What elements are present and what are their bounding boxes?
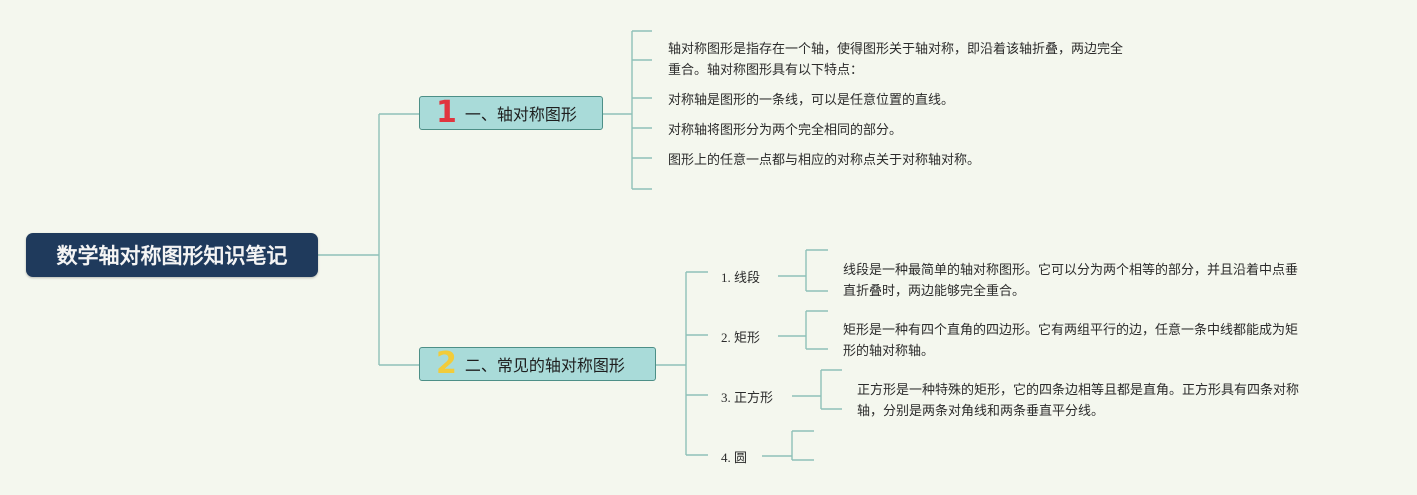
branch-1-number: 1 [436,95,457,130]
branch-1-note-4[interactable]: 图形上的任意一点都与相应的对称点关于对称轴对称。 [668,153,981,168]
root-topic[interactable]: 数学轴对称图形知识笔记 [26,233,318,277]
subtopic-rectangle[interactable]: 2. 矩形 [721,330,761,345]
subtopic-square[interactable]: 3. 正方形 [721,390,774,405]
branch-1[interactable]: 1 一、轴对称图形 [419,96,603,130]
branch-2-label: 二、常见的轴对称图形 [464,356,625,375]
branch-1-note-2[interactable]: 对称轴是图形的一条线，可以是任意位置的直线。 [668,93,955,108]
subtopic-square-desc[interactable]: 正方形是一种特殊的矩形，它的四条边相等且都是直角。正方形具有四条对称 轴，分别是… [857,383,1300,419]
branch-2[interactable]: 2 二、常见的轴对称图形 [419,347,656,381]
branch-1-note-1[interactable]: 轴对称图形是指存在一个轴，使得图形关于轴对称，即沿着该轴折叠，两边完全 重合。轴… [668,42,1124,78]
subtopic-segment-desc[interactable]: 线段是一种最简单的轴对称图形。它可以分为两个相等的部分，并且沿着中点垂 直折叠时… [843,263,1299,299]
branch-1-label: 一、轴对称图形 [464,105,577,124]
branch-2-number: 2 [436,346,457,381]
root-title: 数学轴对称图形知识笔记 [56,244,288,268]
subtopic-circle[interactable]: 4. 圆 [721,450,748,465]
subtopic-segment[interactable]: 1. 线段 [721,270,761,285]
branch-1-note-3[interactable]: 对称轴将图形分为两个完全相同的部分。 [668,123,903,138]
subtopic-rectangle-desc[interactable]: 矩形是一种有四个直角的四边形。它有两组平行的边，任意一条中线都能成为矩 形的轴对… [843,323,1299,359]
